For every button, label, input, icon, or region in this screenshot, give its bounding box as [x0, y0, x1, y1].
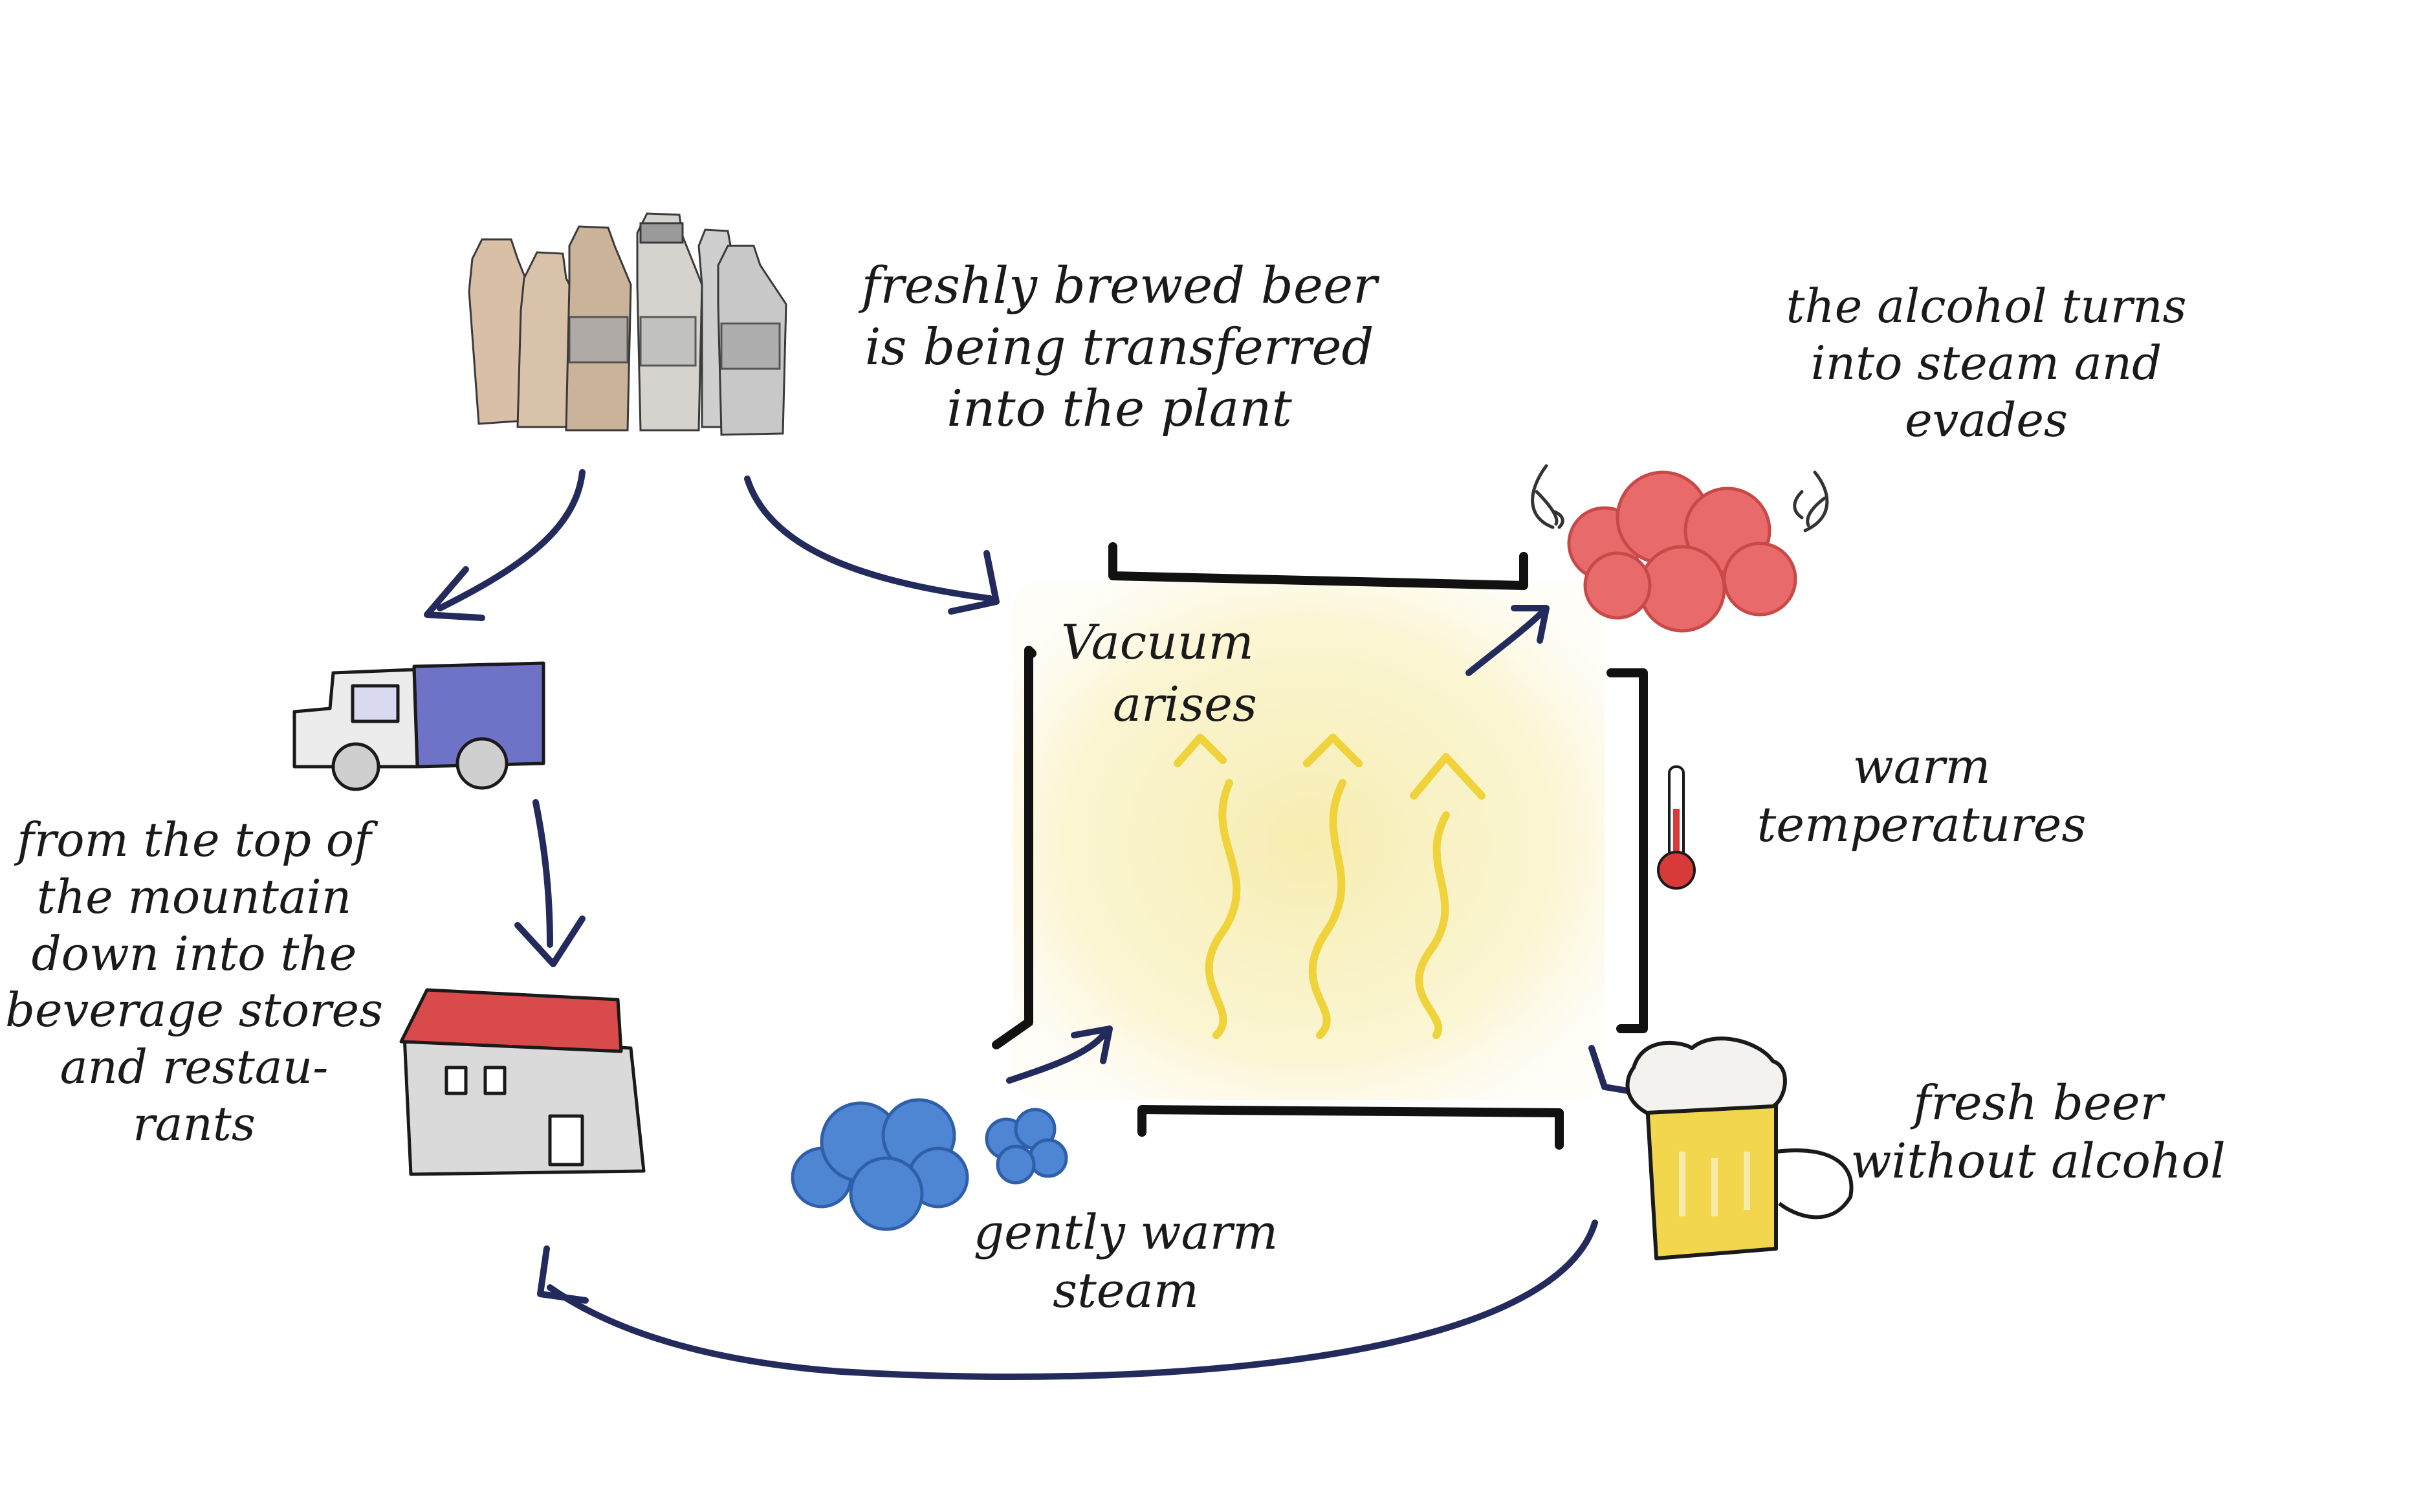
- arrow-back-to-store: [547, 1220, 1598, 1380]
- truck-icon: [292, 661, 545, 791]
- arrow-to-plant: [744, 476, 993, 602]
- arrow-steam-in: [1006, 1032, 1106, 1084]
- red-cloud-icon: [1567, 470, 1797, 633]
- vacuum-arises-label: Vacuum arises: [1061, 615, 1257, 733]
- wing-icon: [1531, 464, 1829, 532]
- bottles-icon: [468, 212, 787, 436]
- arrow-to-store: [532, 799, 553, 948]
- blue-cloud-icon: [791, 1098, 1068, 1231]
- arrow-to-alcohol-cloud: [1465, 608, 1546, 676]
- heat-waves: [1174, 734, 1486, 1039]
- arrow-to-truck: [437, 469, 586, 611]
- freshly-brewed-beer-label: freshly brewed beer is being transferred…: [861, 257, 1377, 439]
- beer-mug-icon: [1625, 1036, 1854, 1260]
- vacuum-chamber: [992, 542, 1648, 1150]
- thermometer-icon: [1657, 765, 1696, 890]
- chamber-brackets: [992, 542, 1648, 1150]
- gently-warm-steam-label: gently warm steam: [973, 1205, 1278, 1319]
- store-icon: [399, 988, 646, 1176]
- flow-arrows: [424, 469, 1647, 1380]
- vacuum-glow: [1013, 582, 1605, 1100]
- fresh-beer-label: fresh beer without alcohol: [1850, 1075, 2226, 1190]
- alcohol-steam-label: the alcohol turns into steam and evades: [1786, 279, 2187, 447]
- warm-temperatures-label: warm temperatures: [1757, 739, 2087, 853]
- mountain-delivery-label: from the top of the mountain down into t…: [5, 813, 384, 1152]
